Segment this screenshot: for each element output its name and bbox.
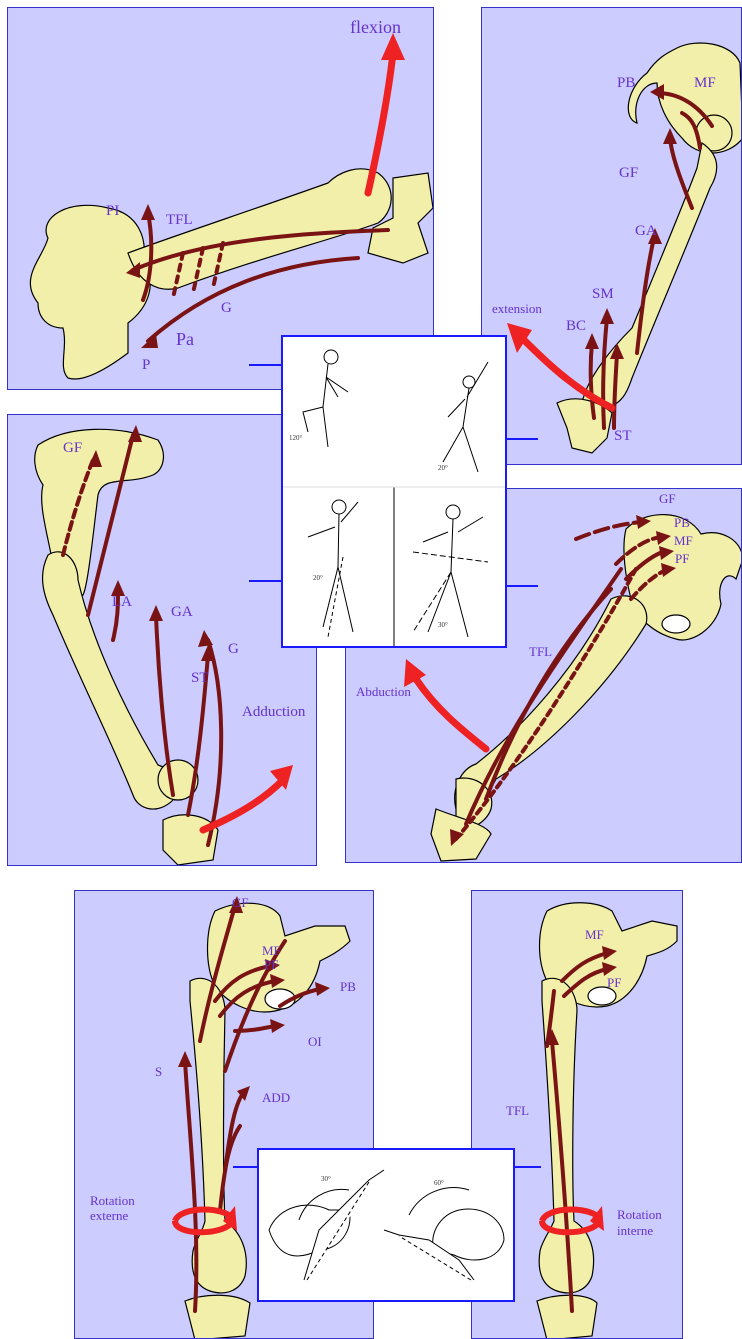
pelvis-bone [30, 205, 150, 379]
femur-bone [43, 552, 177, 809]
motion-label-rotation-interne-1: Rotation [617, 1208, 662, 1221]
motion-label-abduction: Abduction [356, 685, 411, 698]
panel-extension: PB MF GF GA SM BC ST extension [481, 7, 742, 465]
label-ga: GA [171, 605, 193, 620]
angle-label-4: 30° [438, 622, 448, 629]
angle-label-3: 20° [313, 575, 323, 582]
angle-label-30: 30° [321, 1176, 331, 1183]
connector-flexion [249, 364, 283, 366]
label-tfl: TFL [506, 1104, 529, 1117]
g-arrow [208, 640, 221, 845]
label-pf: PF [264, 958, 278, 971]
inset-rotation-figures: 30° 60° [257, 1148, 515, 1302]
flexion-motion-arrow [368, 53, 393, 193]
femur-bone [128, 169, 391, 289]
motion-label-extension: extension [492, 302, 542, 315]
label-oi: OI [308, 1035, 322, 1048]
label-gf: GF [63, 441, 82, 456]
label-sm: SM [592, 287, 614, 302]
label-g: G [221, 301, 232, 316]
label-mf: MF [694, 76, 716, 91]
abduction-motion-arrow [416, 679, 486, 749]
label-st: ST [614, 429, 632, 444]
angle-label-2: 20° [438, 465, 448, 472]
connector-extension [506, 438, 538, 440]
adduction-diagram [8, 415, 317, 866]
label-pi: PI [106, 204, 119, 219]
connector-rotation-externe [233, 1166, 259, 1168]
label-bc: BC [566, 319, 586, 334]
label-pb: PB [340, 980, 356, 993]
label-p: P [142, 358, 150, 373]
label-pa: Pa [176, 330, 194, 348]
st-arrow [614, 353, 617, 428]
label-gf: GF [619, 166, 638, 181]
label-pf: PF [675, 552, 689, 565]
label-pf: PF [607, 976, 621, 989]
label-mf: MF [674, 534, 693, 547]
motion-label-rotation-externe-2: externe [90, 1209, 128, 1222]
connector-adduction [249, 580, 283, 582]
flexion-diagram [8, 8, 434, 390]
obturator-foramen [662, 615, 690, 633]
angle-label-1: 120° [289, 435, 302, 442]
label-tfl: TFL [166, 213, 193, 228]
label-s: S [155, 1065, 162, 1078]
label-ga: GA [635, 224, 657, 239]
gf-arrow [670, 138, 692, 208]
motion-label-rotation-interne-2: interne [617, 1224, 653, 1237]
connector-abduction [506, 585, 538, 587]
motion-label-rotation-externe-1: Rotation [90, 1194, 135, 1207]
angle-label-60: 60° [434, 1180, 444, 1187]
exercise-figures-illustration [283, 337, 505, 646]
label-gf: GF [232, 896, 249, 909]
panel-adduction: GF LA GA G ST Adduction [7, 414, 317, 866]
motion-label-adduction: Adduction [242, 705, 305, 720]
label-pb: PB [617, 76, 635, 91]
label-mf: MF [262, 944, 281, 957]
label-la: LA [112, 595, 132, 610]
rotation-figures-illustration [259, 1150, 513, 1300]
inset-exercise-figures: 120° 20° 20° 30° [281, 335, 507, 648]
label-g: G [228, 642, 239, 657]
motion-label-flexion: flexion [350, 18, 401, 36]
label-st: ST [191, 671, 209, 686]
connector-rotation-interne [513, 1166, 541, 1168]
label-pb: PB [674, 516, 690, 529]
s-arrow [185, 1061, 196, 1311]
label-tfl: TFL [529, 645, 552, 658]
panel-flexion: flexion PI TFL G Pa P [7, 7, 434, 390]
label-add: ADD [262, 1091, 290, 1104]
label-mf: MF [585, 928, 604, 941]
label-gf: GF [659, 492, 676, 505]
femur-bone [190, 978, 246, 1293]
tibia-bone [537, 1295, 597, 1339]
